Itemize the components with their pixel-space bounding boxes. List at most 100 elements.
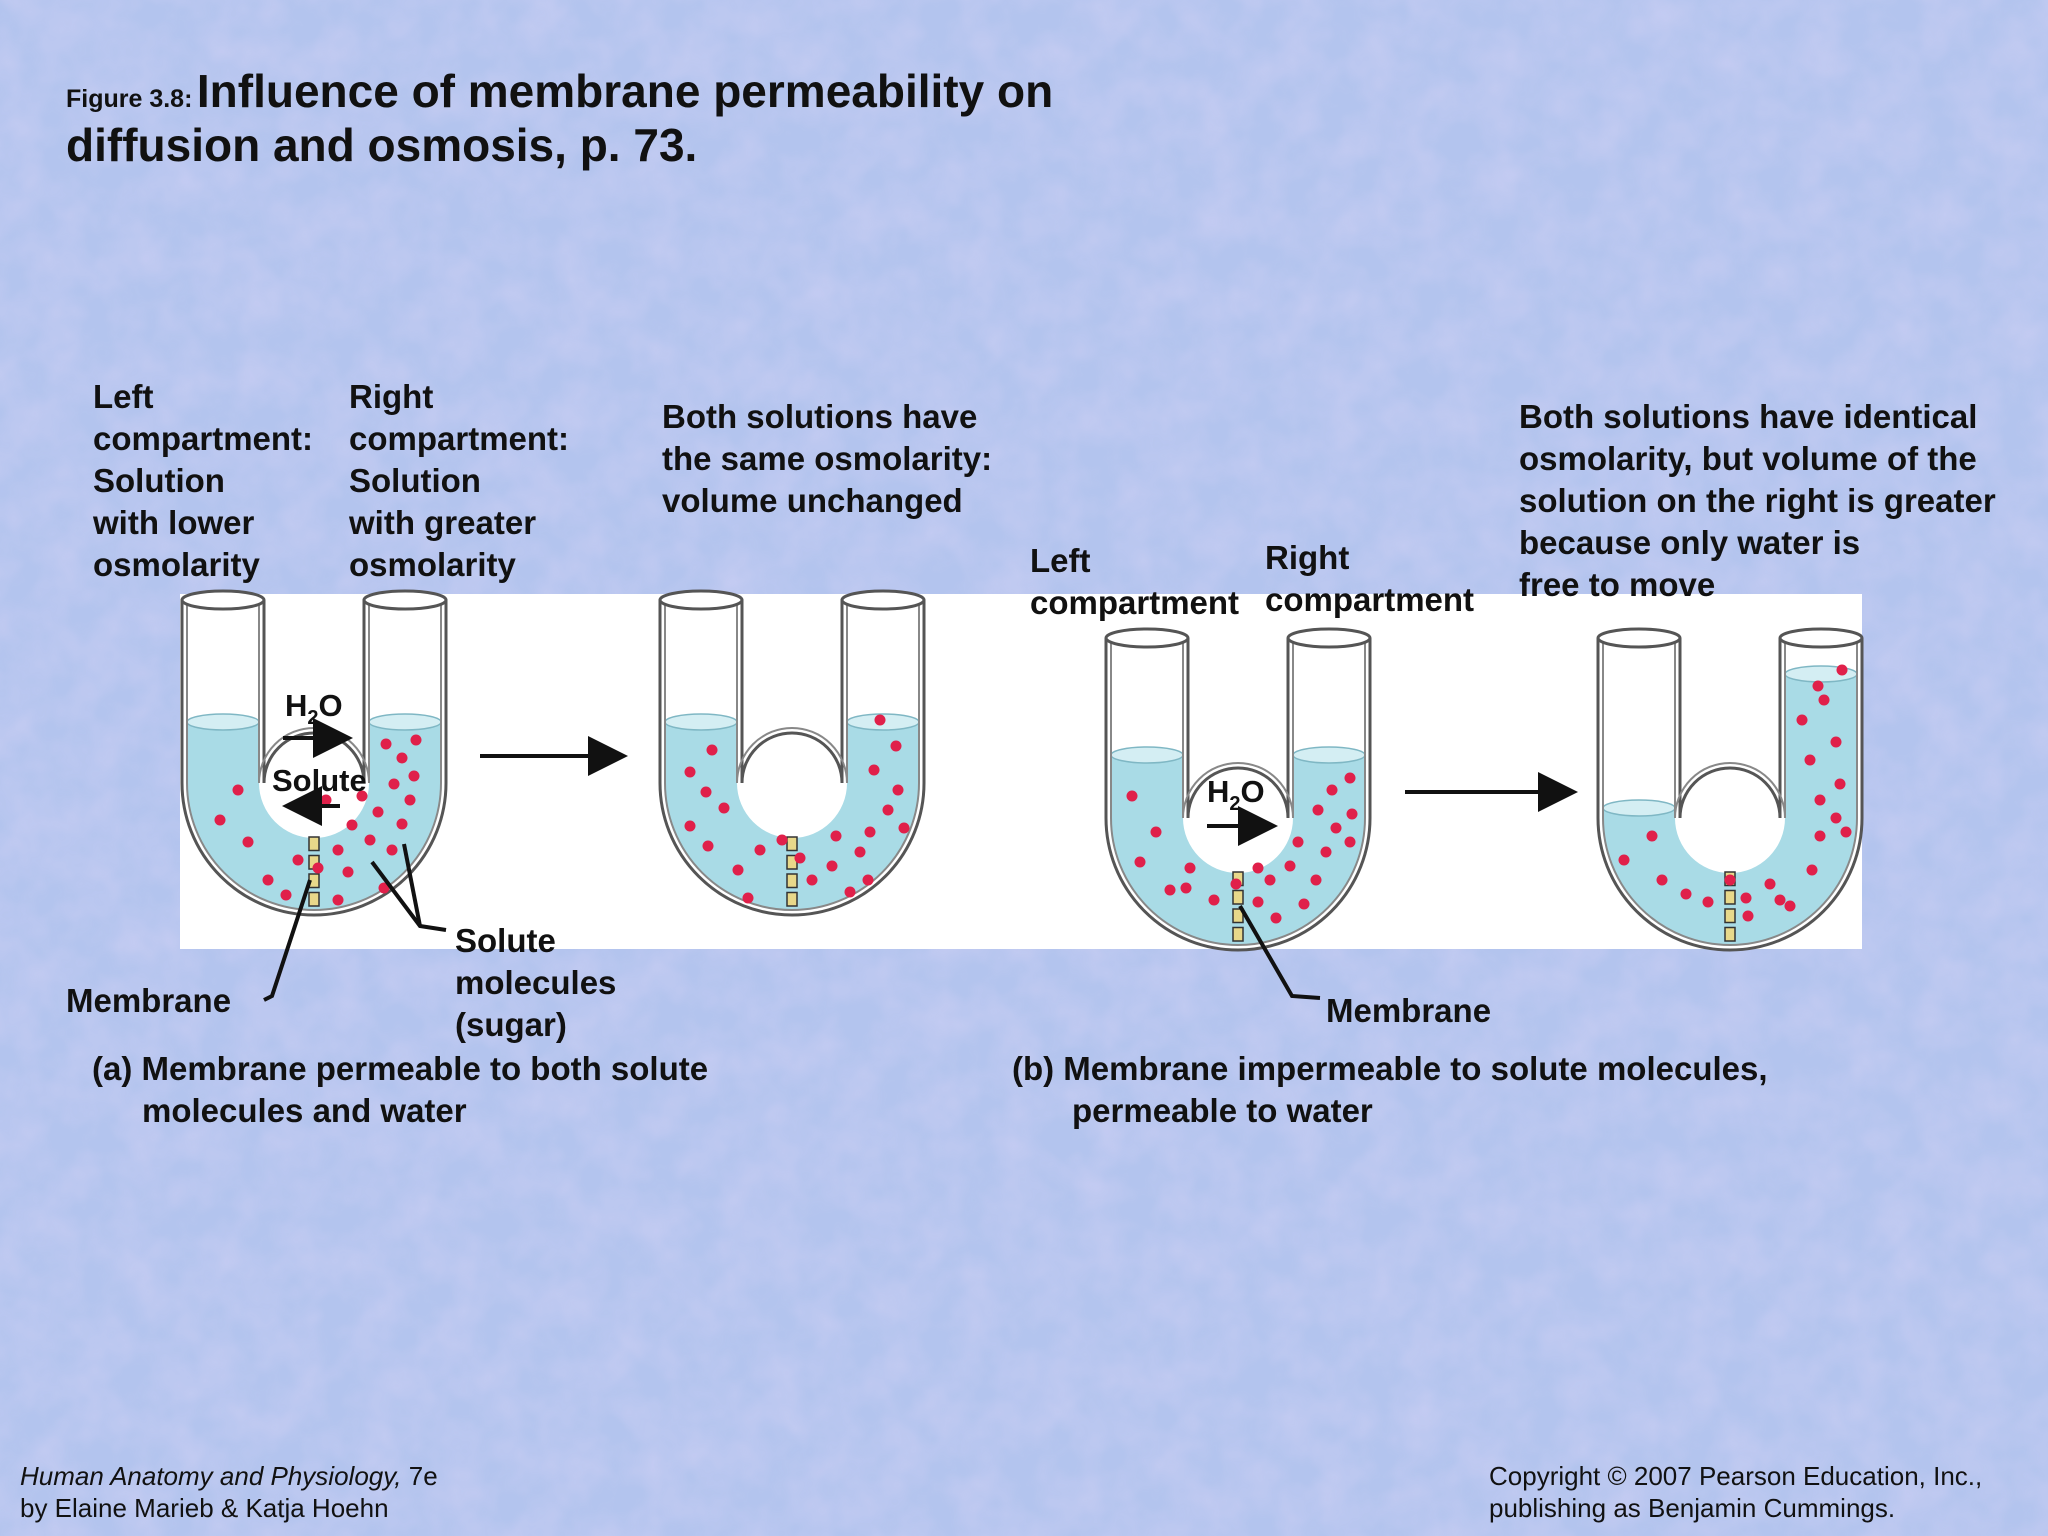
membrane-segment — [1232, 908, 1244, 924]
copyright-line2: publishing as Benjamin Cummings. — [1489, 1493, 1896, 1523]
solute-dot — [1292, 836, 1304, 848]
solute-dot — [1804, 754, 1816, 766]
footer-book-credit: Human Anatomy and Physiology, 7e by Elai… — [20, 1460, 438, 1524]
solute-dot — [1806, 864, 1818, 876]
solute-dot — [386, 844, 398, 856]
footer-copyright: Copyright © 2007 Pearson Education, Inc.… — [1489, 1460, 1982, 1524]
solute-dot — [396, 818, 408, 830]
solute-dot — [388, 778, 400, 790]
solute-dot — [372, 806, 384, 818]
solute-dot — [1230, 878, 1242, 890]
solute-dot — [232, 784, 244, 796]
solute-dot — [1818, 694, 1830, 706]
solute-dot — [1184, 862, 1196, 874]
panel-a-left-label-line: with lower — [93, 504, 255, 541]
panel-a-right-label-line: osmolarity — [349, 546, 516, 583]
solute-dot — [882, 804, 894, 816]
solute-dot — [1814, 794, 1826, 806]
panel-b-result-label-line: Both solutions have identical — [1519, 398, 1978, 435]
solute-dot — [1264, 874, 1276, 886]
solute-molecules-label-a: Solute molecules (sugar) — [455, 920, 616, 1046]
solute-dot — [1164, 884, 1176, 896]
solute-dots-b-before — [1126, 772, 1358, 924]
solute-dot — [1740, 892, 1752, 904]
solute-dot — [1270, 912, 1282, 924]
membrane-segment — [1724, 889, 1736, 905]
u-tube-a-after — [658, 589, 926, 917]
solute-dot — [830, 830, 842, 842]
solute-dot — [1344, 836, 1356, 848]
solute-dot — [280, 889, 292, 901]
h2o-label-b: H2O — [1207, 774, 1265, 815]
book-edition: 7e — [401, 1461, 438, 1491]
membrane-segment — [786, 836, 798, 852]
caption-b: (b) Membrane impermeable to solute molec… — [1012, 1048, 1768, 1132]
membrane-segment — [308, 836, 320, 852]
panel-b-left-label-line: Left — [1030, 542, 1091, 579]
figure-number: Figure 3.8: — [66, 85, 193, 113]
solute-dot — [1330, 822, 1342, 834]
solute-dot — [754, 844, 766, 856]
solute-dot — [1126, 790, 1138, 802]
caption-a: (a) Membrane permeable to both solute mo… — [92, 1048, 708, 1132]
solute-dot — [380, 738, 392, 750]
membrane-leader-b — [1238, 904, 1321, 1000]
panel-a-result-label: Both solutions have the same osmolarity:… — [662, 396, 992, 522]
caption-a-line1: (a) Membrane permeable to both solute — [92, 1050, 709, 1087]
solute-dot — [1830, 736, 1842, 748]
solute-dot — [1180, 882, 1192, 894]
solute-dot — [794, 852, 806, 864]
panel-a-result-label-line: the same osmolarity: — [662, 440, 993, 477]
membrane-segment — [1724, 926, 1736, 942]
membrane-segment — [308, 891, 320, 907]
caption-b-line1: (b) Membrane impermeable to solute molec… — [1012, 1050, 1768, 1087]
solute-dot — [1724, 874, 1736, 886]
solute-dot — [1252, 862, 1264, 874]
panel-a-right-label: Right compartment: Solution with greater… — [349, 376, 569, 586]
solute-dot — [700, 786, 712, 798]
panel-a-left-label-line: osmolarity — [93, 546, 260, 583]
membrane-segment — [786, 873, 798, 889]
solute-dot — [364, 834, 376, 846]
panel-b-right-label-line: Right — [1265, 539, 1350, 576]
solute-molecules-label-line: molecules — [455, 964, 617, 1001]
solute-dot — [378, 882, 390, 894]
membrane-label-a: Membrane — [66, 982, 232, 1019]
solute-dot — [898, 822, 910, 834]
solute-dot — [826, 860, 838, 872]
solute-dot — [864, 826, 876, 838]
panel-b-result-label-line: solution on the right is greater — [1519, 482, 1996, 519]
solute-dots-a-after — [684, 714, 910, 904]
solute-dot — [1208, 894, 1220, 906]
membrane-segment — [786, 891, 798, 907]
membrane-label-b: Membrane — [1326, 992, 1492, 1029]
solute-dot — [332, 894, 344, 906]
solute-dot — [1150, 826, 1162, 838]
panel-b-result-label: Both solutions have identical osmolarity… — [1519, 396, 1996, 606]
solute-dot — [262, 874, 274, 886]
solute-dot — [776, 834, 788, 846]
solute-dot — [742, 892, 754, 904]
panel-b-left-label: Left compartment — [1030, 540, 1239, 624]
solute-dot — [1814, 830, 1826, 842]
book-authors: by Elaine Marieb & Katja Hoehn — [20, 1493, 389, 1523]
solute-dot — [292, 854, 304, 866]
solute-dot — [320, 794, 332, 806]
solute-molecules-label-line: (sugar) — [455, 1006, 567, 1043]
solute-dot — [1702, 896, 1714, 908]
solute-dot — [1656, 874, 1668, 886]
solute-dot — [1284, 860, 1296, 872]
h2o-label-a: H2O — [285, 688, 343, 729]
membrane-segment — [1232, 926, 1244, 942]
solute-dots-a-before — [214, 734, 422, 906]
panel-a-right-label-line: compartment: — [349, 420, 570, 457]
solute-dot — [718, 802, 730, 814]
solute-dot — [408, 770, 420, 782]
caption-a-line2: molecules and water — [142, 1092, 467, 1129]
solute-dot — [346, 819, 358, 831]
panel-a-right-label-line: Solution — [349, 462, 481, 499]
panel-a-result-label-line: volume unchanged — [662, 482, 963, 519]
solute-dot — [684, 820, 696, 832]
solute-dot — [1312, 804, 1324, 816]
